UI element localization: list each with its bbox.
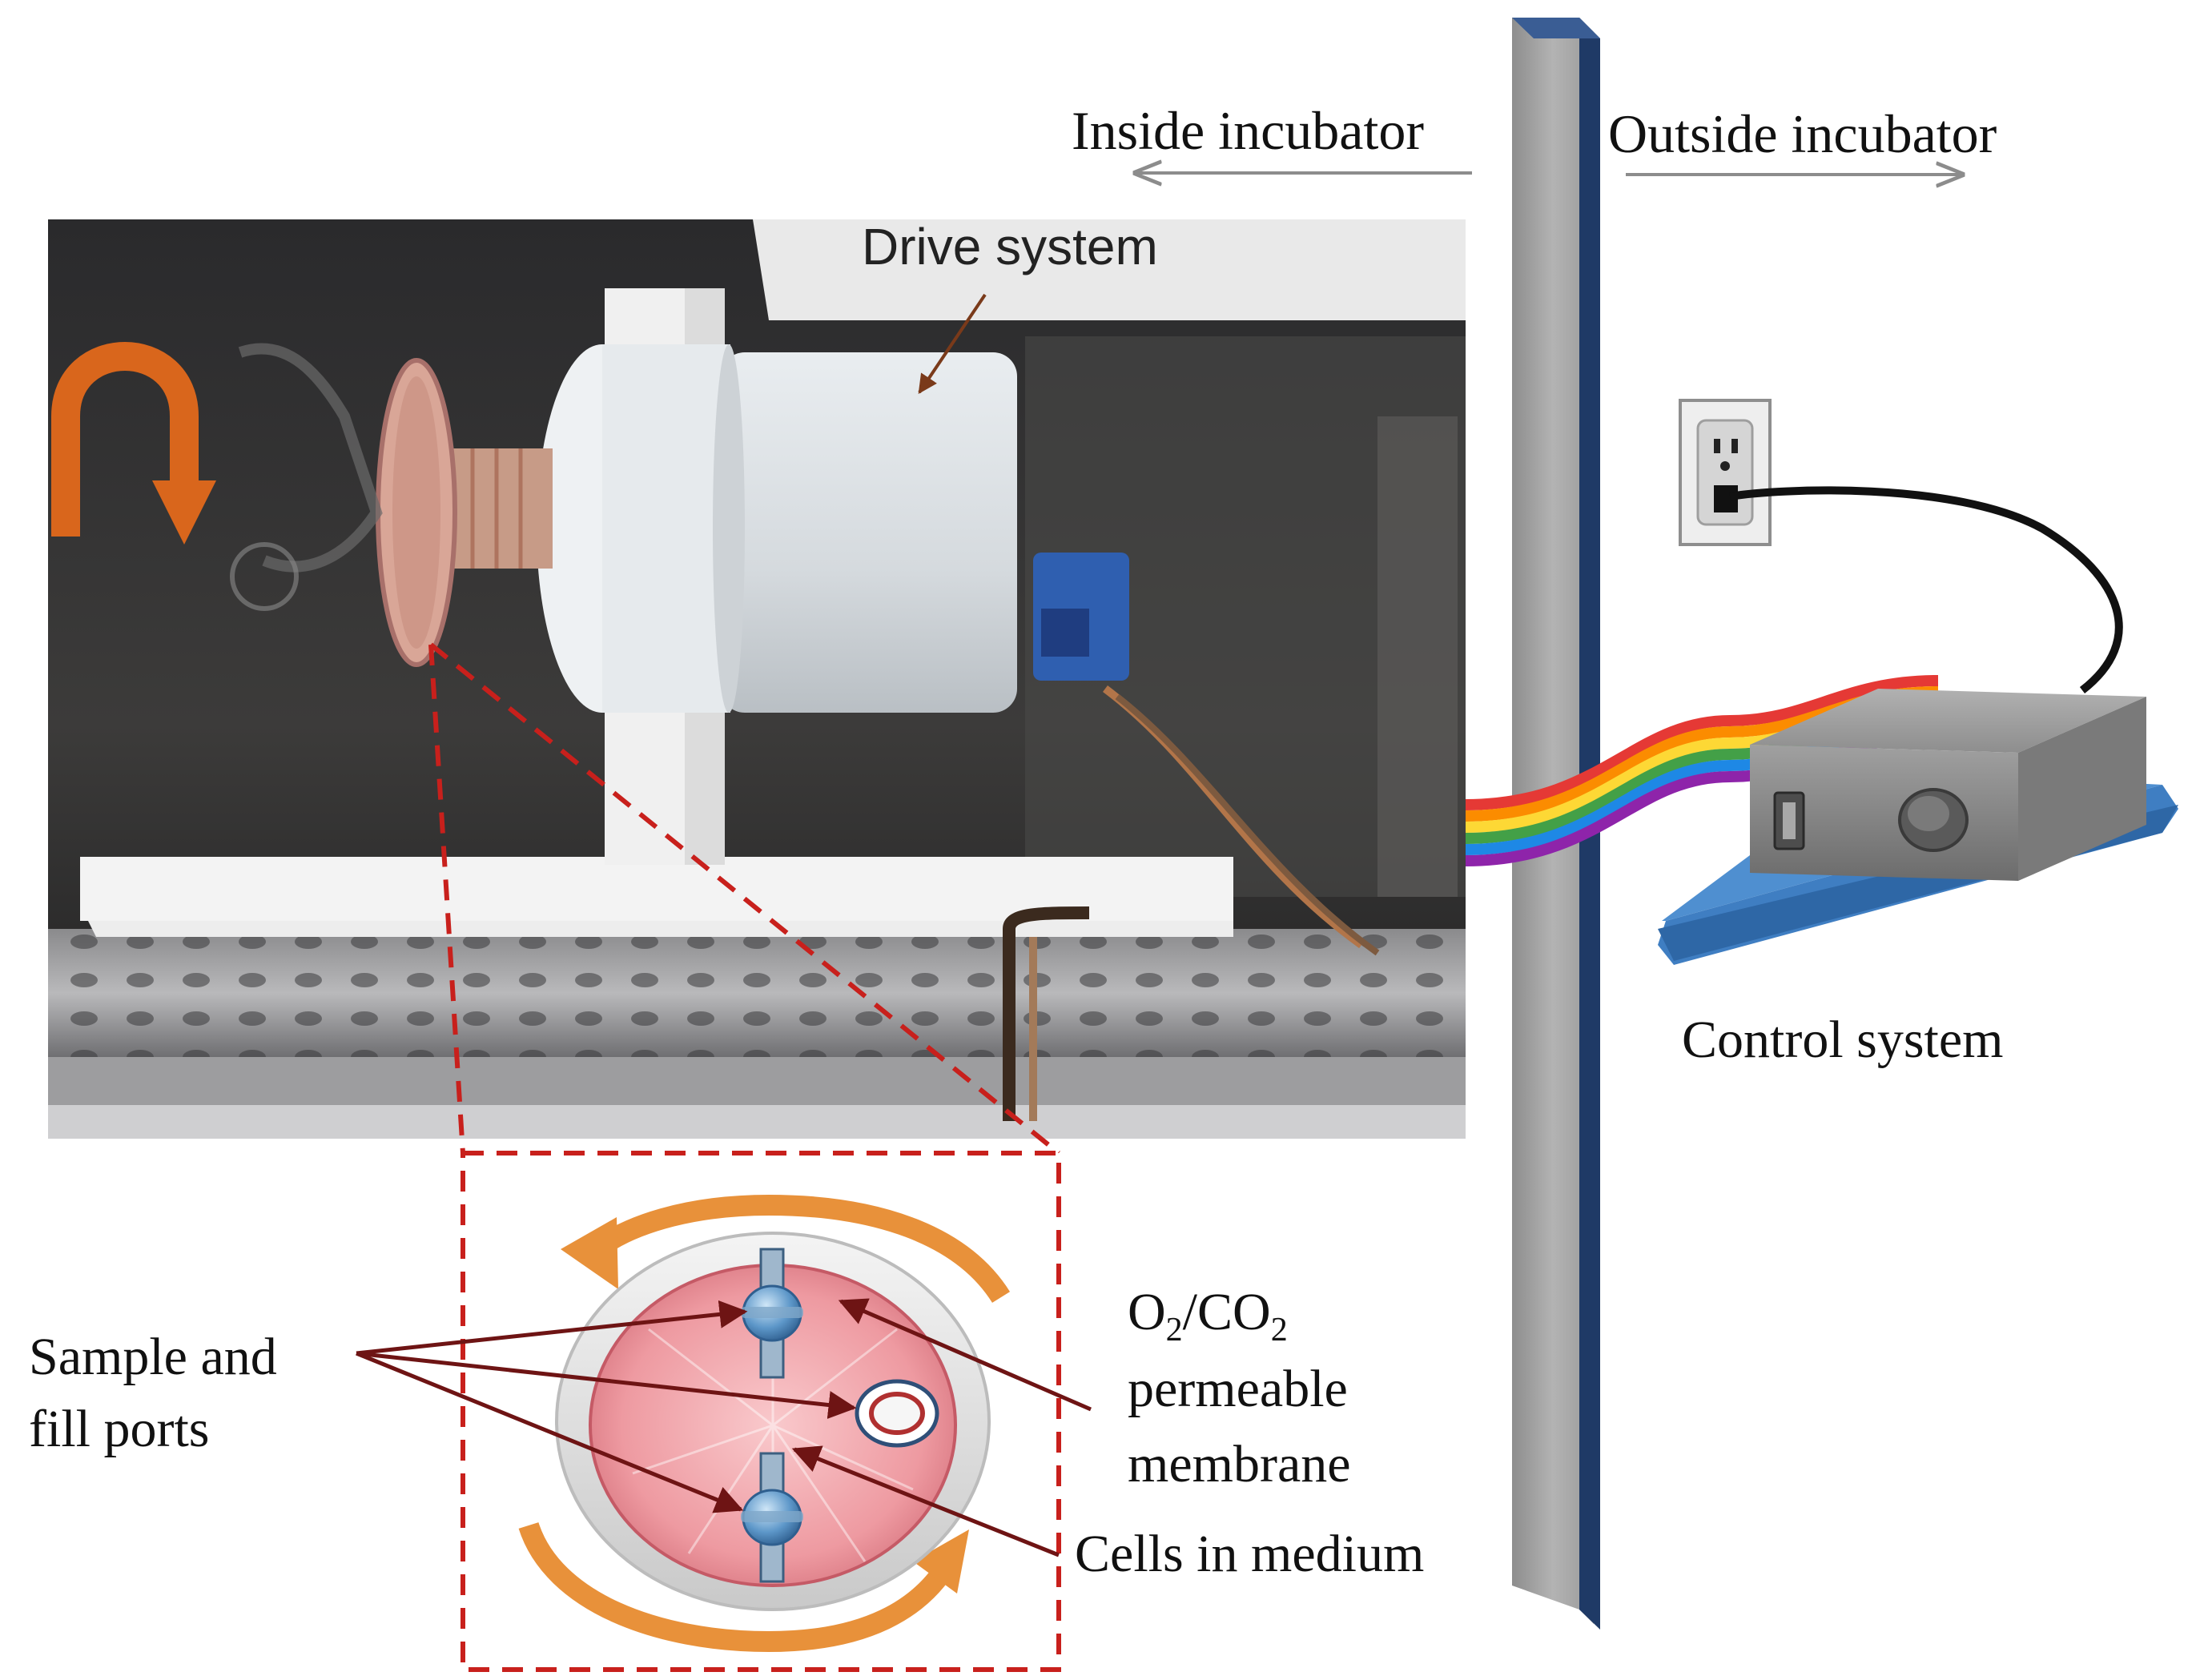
drive-pointer [918,293,987,394]
wall-outlet-icon [1679,399,1772,546]
membrane-label-line3: membrane [1128,1435,1351,1493]
inside-incubator-label: Inside incubator [1072,100,1424,161]
inset-arrow-bottom [518,1521,959,1653]
membrane-label-line1: O2/CO2 [1128,1283,1288,1348]
top-port [741,1248,803,1379]
control-system [1658,689,2178,965]
bioreactor-vessel-inset [518,1194,1011,1653]
membrane-pointer [838,1298,1092,1412]
cells-label: Cells in medium [1075,1525,1424,1583]
drive-system [80,288,1380,1121]
side-port [855,1379,939,1448]
ports-label-line1: Sample and [29,1328,277,1386]
membrane-label-line2: permeable [1128,1360,1348,1418]
outside-incubator-label: Outside incubator [1608,103,1997,164]
drive-system-label: Drive system [862,218,1158,275]
port-pointers [356,1300,857,1513]
cells-pointer [791,1445,1060,1557]
inset-arrow-top [585,1194,1011,1304]
control-system-label: Control system [1682,1011,2004,1069]
ports-label-line2: fill ports [29,1400,210,1458]
power-cord [1729,486,2123,693]
bottom-port [741,1452,803,1583]
curved-arrow-icon [51,342,216,545]
